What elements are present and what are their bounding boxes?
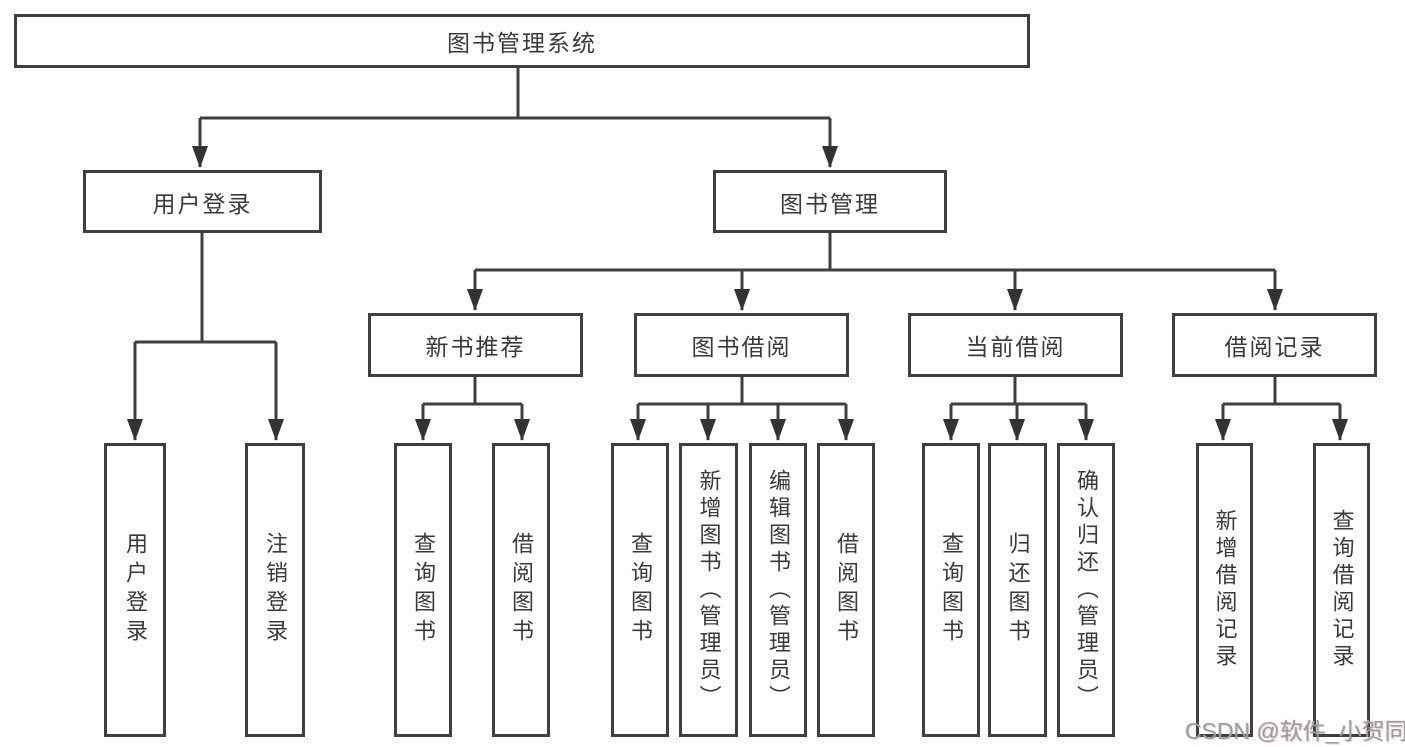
node-book-management-label: 图书管理 [780,190,880,217]
leaf-borrow-books-label: 借阅图书 [834,532,859,648]
leaf-query-books-current-label: 查询图书 [939,532,964,648]
node-new-book-recommendation-label: 新书推荐 [425,334,526,360]
tree-edges [135,68,1340,406]
leaf-query-borrow-record: 查询借阅记录 [1313,443,1370,737]
leaf-edit-books-admin-label: 编辑图书（管理员） [766,468,791,712]
leaf-borrow-books-recommend-label: 借阅图书 [509,532,534,648]
leaf-query-books-recommend: 查询图书 [394,443,452,737]
leaf-borrow-books: 借阅图书 [817,443,875,737]
leaf-edit-books-admin: 编辑图书（管理员） [749,443,807,737]
leaf-return-books: 归还图书 [988,443,1047,737]
leaf-logout-label: 注销登录 [263,532,288,648]
leaf-query-books-current: 查询图书 [922,443,980,737]
leaf-user-login-label: 用户登录 [123,532,148,648]
leaf-user-login: 用户登录 [104,443,166,737]
node-book-borrowing: 图书借阅 [634,313,849,377]
node-user-login: 用户登录 [83,170,322,233]
leaf-add-borrow-record-label: 新增借阅记录 [1212,509,1238,671]
leaf-return-books-label: 归还图书 [1005,532,1031,648]
leaf-confirm-return-admin: 确认归还（管理员） [1057,443,1115,737]
csdn-watermark: CSDN @软件_小贺同学 [1185,718,1405,744]
tree-arrows [127,118,1348,441]
node-user-login-label: 用户登录 [152,190,253,217]
node-new-book-recommendation: 新书推荐 [368,313,583,377]
leaf-add-books-admin: 新增图书（管理员） [679,443,738,737]
leaf-query-books-borrow-label: 查询图书 [628,532,653,648]
leaf-logout: 注销登录 [245,443,305,737]
leaf-query-borrow-record-label: 查询借阅记录 [1329,509,1355,671]
node-borrowing-records-label: 借阅记录 [1224,334,1325,360]
leaf-add-books-admin-label: 新增图书（管理员） [696,468,722,712]
node-library-system-label: 图书管理系统 [447,30,597,56]
leaf-query-books-recommend-label: 查询图书 [411,532,436,648]
leaf-add-borrow-record: 新增借阅记录 [1196,443,1253,737]
leaf-query-books-borrow: 查询图书 [611,443,669,737]
node-current-borrowing-label: 当前借阅 [965,334,1066,360]
node-current-borrowing: 当前借阅 [908,313,1123,377]
node-book-borrowing-label: 图书借阅 [691,334,792,360]
node-library-system: 图书管理系统 [14,14,1030,68]
node-borrowing-records: 借阅记录 [1172,313,1377,377]
leaf-confirm-return-admin-label: 确认归还（管理员） [1074,468,1099,712]
node-book-management: 图书管理 [713,170,947,233]
leaf-borrow-books-recommend: 借阅图书 [492,443,550,737]
